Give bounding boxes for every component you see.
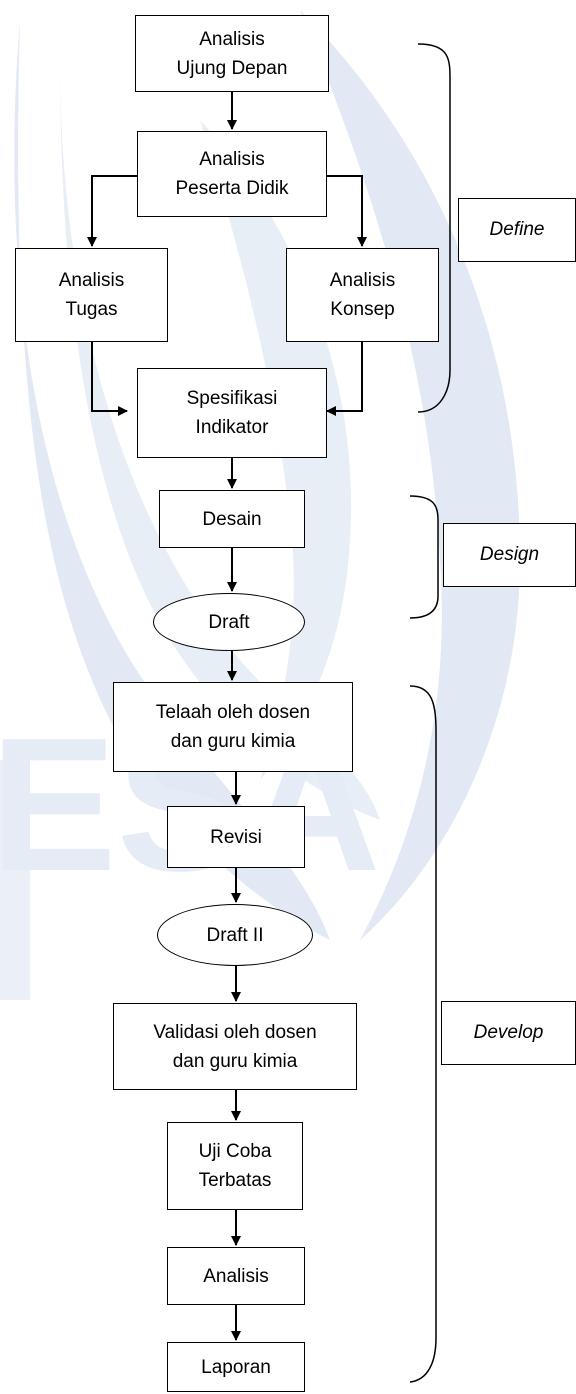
node-validasi: Validasi oleh dosen dan guru kimia [113, 1003, 357, 1090]
arrow-tugas-to-spesifikasi [91, 342, 128, 416]
node-analisis-peserta-didik: Analisis Peserta Didik [137, 131, 327, 217]
define-bracket [417, 43, 451, 413]
design-bracket [409, 495, 439, 619]
phase-label-define: Define [458, 198, 576, 262]
node-laporan: Laporan [167, 1342, 305, 1392]
phase-label-design: Design [443, 523, 576, 587]
node-spesifikasi-indikator: Spesifikasi Indikator [137, 368, 327, 458]
develop-bracket [409, 685, 437, 1383]
node-telaah: Telaah oleh dosen dan guru kimia [113, 682, 353, 772]
node-draft: Draft [153, 593, 305, 651]
node-analisis-ujung-depan: Analisis Ujung Depan [135, 15, 329, 92]
node-revisi: Revisi [167, 806, 305, 868]
node-analisis-konsep: Analisis Konsep [286, 248, 439, 342]
node-desain: Desain [159, 490, 305, 548]
node-draft-ii: Draft II [157, 904, 313, 966]
node-uji-coba-terbatas: Uji Coba Terbatas [167, 1122, 303, 1210]
arrow-peserta-to-konsep [327, 175, 367, 247]
node-analisis: Analisis [167, 1247, 305, 1305]
node-analisis-tugas: Analisis Tugas [15, 248, 168, 342]
phase-label-develop: Develop [441, 1001, 576, 1065]
arrow-konsep-to-spesifikasi [326, 342, 363, 416]
arrow-peserta-to-tugas [87, 175, 137, 247]
